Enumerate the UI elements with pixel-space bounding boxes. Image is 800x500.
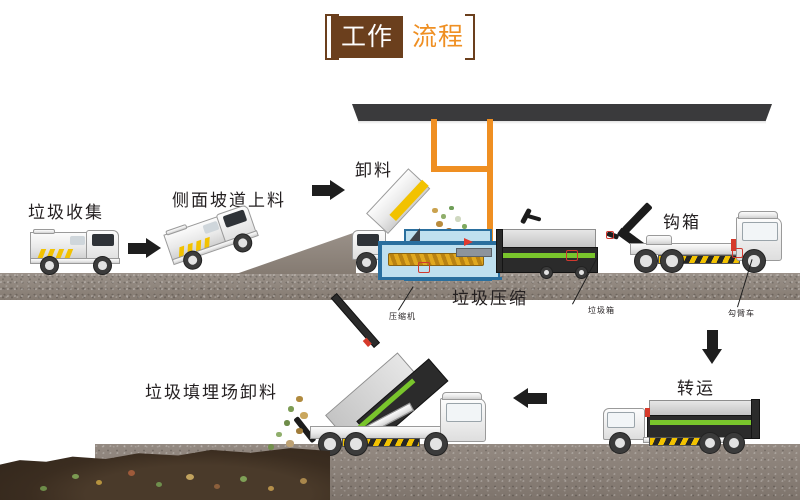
title-text-primary: 工作	[331, 16, 403, 58]
flow-arrow-2	[312, 180, 346, 201]
duct-horizontal	[431, 166, 493, 172]
pit-rail-top	[378, 241, 502, 244]
page-title: 工作 流程	[325, 13, 475, 61]
stage-label-collection: 垃圾收集	[28, 203, 104, 222]
flow-arrow-1	[128, 238, 162, 259]
container-hook-tip	[526, 214, 542, 222]
duct-vertical-right	[487, 119, 493, 244]
hook-arm-upper	[622, 202, 653, 234]
stage-label-landfill-dump: 垃圾填埋场卸料	[145, 383, 278, 402]
garbage-bin-highlight-marker	[566, 250, 578, 261]
stage-label-unloading: 卸料	[355, 161, 393, 180]
vehicle-hook-arm-truck	[606, 202, 788, 277]
callout-label-hook-truck: 勾臂车	[728, 309, 755, 318]
vehicle-ramp-truck	[162, 201, 265, 276]
compression-direction-arrow	[464, 238, 473, 246]
vehicle-landfill-dump-truck	[288, 292, 498, 456]
vehicle-transfer-truck	[603, 399, 789, 454]
duct-vertical-left	[431, 119, 437, 171]
container-roller-1	[540, 266, 553, 279]
compressor-piston	[456, 248, 492, 257]
callout-label-compressor: 压缩机	[389, 312, 416, 321]
callout-label-garbage-bin: 垃圾箱	[588, 306, 615, 315]
container-upper-shell	[500, 229, 596, 248]
flow-arrow-4	[513, 388, 547, 409]
title-text-secondary: 流程	[411, 23, 464, 51]
vehicle-collection-truck	[30, 228, 122, 276]
stage-label-side-ramp: 侧面坡道上料	[172, 191, 286, 210]
container-end-panel	[496, 229, 503, 273]
stage-label-compression: 垃圾压缩	[452, 289, 528, 308]
pit-rail-left	[378, 241, 381, 280]
container-green-stripe	[501, 253, 595, 258]
stage-label-hook-box: 钩箱	[663, 213, 701, 232]
compressor-highlight-marker	[418, 262, 430, 273]
station-canopy-roof	[352, 104, 772, 121]
stage-label-transfer: 转运	[677, 379, 715, 398]
flow-arrow-3	[702, 330, 723, 364]
canopy-shadow	[358, 121, 766, 124]
pit-rail-bottom	[378, 277, 502, 280]
